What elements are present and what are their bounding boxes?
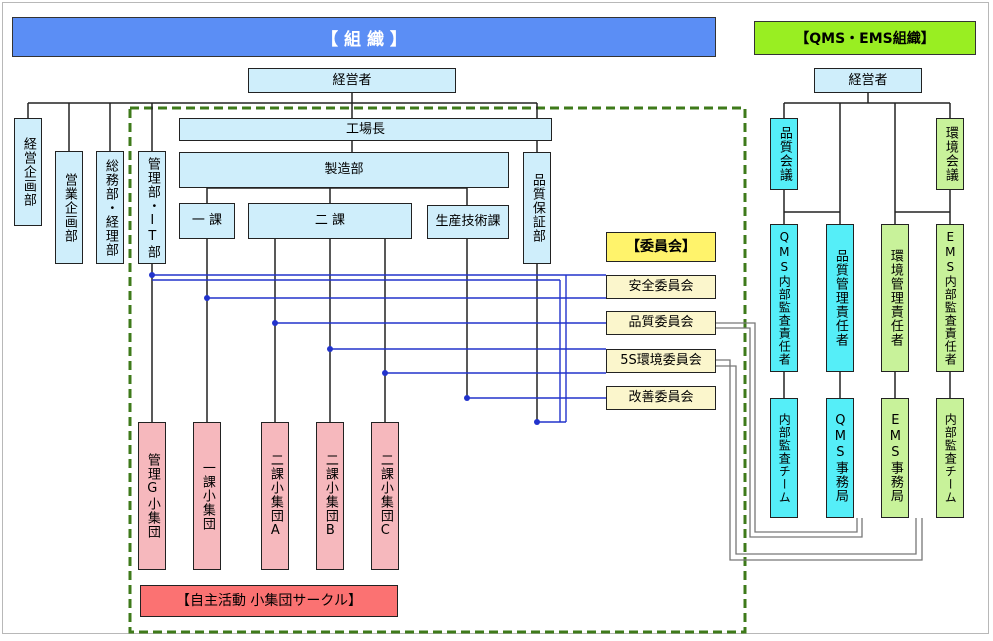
committee-title-box: 【委員会】 — [606, 232, 716, 262]
group-ikka-label: 一課小集団 — [199, 461, 215, 531]
group-nika-b-label: 二課小集団B — [322, 453, 338, 539]
environment-meeting-label: 環境会議 — [942, 126, 958, 182]
committee-5s-environment: 5S環境委員会 — [606, 349, 716, 373]
keiei-kikakubu-box: 経営企画部 — [14, 118, 42, 226]
ems-office-label: EMS事務局 — [887, 413, 903, 503]
hinshitsu-hosho-box: 品質保証部 — [523, 152, 551, 264]
seizobu-box: 製造部 — [179, 152, 509, 188]
group-nika-a: 二課小集団A — [261, 422, 289, 570]
group-nika-a-label: 二課小集団A — [267, 453, 283, 539]
committee-safety-label: 安全委員会 — [628, 279, 694, 295]
seisan-gijutsu-box: 生産技術課 — [427, 205, 509, 239]
group-nika-c: 二課小集団C — [371, 422, 399, 570]
environment-manager-label: 環境管理責任者 — [887, 249, 903, 347]
ems-audit-team-label: 内部監査チーム — [943, 412, 958, 504]
kanribu-box: 管理部・IT部 — [138, 151, 166, 264]
ems-internal-audit-lead-box: EMS内部監査責任者 — [936, 224, 964, 372]
group-nika-b: 二課小集団B — [316, 422, 344, 570]
committee-improvement-label: 改善委員会 — [628, 390, 694, 406]
ems-audit-team-box: 内部監査チーム — [936, 398, 964, 518]
quality-meeting-label: 品質会議 — [776, 126, 792, 182]
qms-ems-banner-label: 【QMS・EMS組織】 — [795, 31, 935, 47]
somubu-box: 総務部・経理部 — [96, 151, 124, 264]
small-group-circle-label-box: 【自主活動 小集団サークル】 — [140, 585, 398, 617]
keieisha-box: 経営者 — [248, 68, 456, 93]
environment-manager-box: 環境管理責任者 — [881, 224, 909, 372]
committee-safety: 安全委員会 — [606, 275, 716, 299]
keiei-kikakubu-label: 経営企画部 — [20, 137, 36, 207]
organization-banner: 【 組 織 】 — [12, 17, 716, 57]
committee-5s-label: 5S環境委員会 — [620, 353, 702, 369]
ems-office-box: EMS事務局 — [881, 398, 909, 518]
hinshitsu-hosho-label: 品質保証部 — [529, 173, 545, 243]
qms-ems-banner: 【QMS・EMS組織】 — [754, 21, 976, 55]
kojocho-label: 工場長 — [345, 121, 385, 137]
ems-internal-audit-lead-label: EMS内部監査責任者 — [943, 230, 958, 366]
committee-quality-label: 品質委員会 — [628, 315, 694, 331]
kanribu-label: 管理部・IT部 — [144, 156, 160, 259]
committee-quality: 品質委員会 — [606, 311, 716, 335]
group-nika-c-label: 二課小集団C — [377, 453, 393, 539]
nika-box: 二 課 — [248, 203, 412, 239]
group-kanri-g: 管理G小集団 — [138, 422, 166, 570]
small-group-circle-label: 【自主活動 小集団サークル】 — [175, 592, 363, 609]
qms-internal-audit-lead-label: QMS内部監査責任者 — [777, 230, 792, 366]
quality-manager-box: 品質管理責任者 — [826, 224, 854, 372]
seizobu-label: 製造部 — [324, 162, 364, 178]
environment-meeting-box: 環境会議 — [936, 118, 964, 190]
organization-banner-label: 【 組 織 】 — [321, 29, 407, 50]
quality-meeting-box: 品質会議 — [770, 118, 798, 190]
seisan-gijutsu-label: 生産技術課 — [435, 214, 501, 230]
group-kanri-g-label: 管理G小集団 — [144, 453, 160, 539]
somubu-label: 総務部・経理部 — [102, 158, 118, 257]
eigyo-kikakubu-label: 営業企画部 — [61, 172, 77, 243]
kojocho-box: 工場長 — [179, 118, 552, 141]
qms-office-label: QMS事務局 — [832, 413, 848, 503]
qms-keieisha-box: 経営者 — [814, 68, 922, 93]
eigyo-kikakubu-box: 営業企画部 — [55, 151, 83, 264]
small-group-region — [128, 106, 747, 634]
nika-label: 二 課 — [314, 213, 346, 229]
committee-title: 【委員会】 — [626, 238, 696, 255]
quality-manager-label: 品質管理責任者 — [832, 249, 848, 347]
ikka-label: 一 課 — [191, 213, 223, 229]
qms-internal-audit-lead-box: QMS内部監査責任者 — [770, 224, 798, 372]
committee-improvement: 改善委員会 — [606, 386, 716, 410]
qms-audit-team-box: 内部監査チーム — [770, 398, 798, 518]
qms-office-box: QMS事務局 — [826, 398, 854, 518]
qms-audit-team-label: 内部監査チーム — [777, 412, 792, 504]
group-ikka: 一課小集団 — [193, 422, 221, 570]
keieisha-label: 経営者 — [332, 72, 372, 88]
qms-keieisha-label: 経営者 — [848, 72, 888, 88]
ikka-box: 一 課 — [179, 203, 235, 239]
